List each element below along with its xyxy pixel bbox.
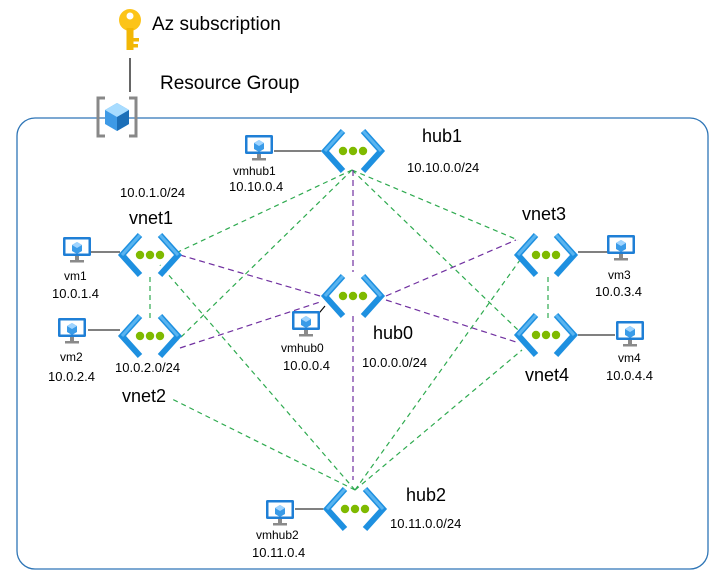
hub1-name: hub1 xyxy=(422,126,462,146)
vm2-ip: 10.0.2.4 xyxy=(48,369,95,384)
vm1-ip: 10.0.1.4 xyxy=(52,286,99,301)
subscription-label: Az subscription xyxy=(152,14,281,35)
vnet1-cidr: 10.0.1.0/24 xyxy=(120,185,185,200)
virtual-machine-icon-vmhub0[interactable] xyxy=(292,311,320,337)
hub1-cidr: 10.10.0.0/24 xyxy=(407,160,479,175)
peering-hub2-vnet3 xyxy=(354,259,521,491)
hub-links xyxy=(179,170,517,480)
virtual-machine-icon-vm2[interactable] xyxy=(58,318,86,344)
vnet-icon-hub0[interactable] xyxy=(325,276,381,316)
resource-group-border xyxy=(16,117,709,570)
virtual-machine-icon-vm4[interactable] xyxy=(616,321,644,347)
vmhub0-name: vmhub0 xyxy=(281,341,324,355)
vm-connectors xyxy=(88,150,615,510)
vnet-icon-vnet1[interactable] xyxy=(122,235,178,275)
vm4-ip: 10.0.4.4 xyxy=(606,368,653,383)
vmhub2-name: vmhub2 xyxy=(256,528,299,542)
vmhub1-name: vmhub1 xyxy=(233,164,276,178)
peering-hub1-vnet2 xyxy=(177,169,353,341)
peering-hub2-vnet1 xyxy=(159,264,356,491)
vm2-name: vm2 xyxy=(60,350,83,364)
vnet-icon-hub1[interactable] xyxy=(325,131,381,171)
link-hub0-vnet4 xyxy=(385,299,517,343)
vm1-name: vm1 xyxy=(64,269,87,283)
vnet-icon-vnet3[interactable] xyxy=(518,235,574,275)
link-hub0-vnet3 xyxy=(385,239,517,297)
vmhub2-ip: 10.11.0.4 xyxy=(252,545,305,560)
peering-links xyxy=(149,169,549,491)
virtual-machine-icon-vmhub2[interactable] xyxy=(266,500,294,526)
hub2-cidr: 10.11.0.0/24 xyxy=(390,516,461,531)
vmhub1-ip: 10.10.0.4 xyxy=(229,179,283,194)
vm3-ip: 10.0.3.4 xyxy=(595,284,642,299)
link-vnet2-hub0 xyxy=(179,301,321,349)
vm3-name: vm3 xyxy=(608,268,631,282)
vnet-icon-vnet2[interactable] xyxy=(122,316,178,356)
hub0-cidr: 10.0.0.0/24 xyxy=(362,355,427,370)
virtual-machine-icon-vm3[interactable] xyxy=(607,235,635,261)
vnet3-name: vnet3 xyxy=(522,204,566,224)
peering-hub2-vnet2 xyxy=(169,397,356,491)
resource-group-label: Resource Group xyxy=(160,73,299,94)
virtual-machine-icon-vm1[interactable] xyxy=(63,237,91,263)
vnet4-name: vnet4 xyxy=(525,365,569,385)
vnet-icon-hub2[interactable] xyxy=(327,489,383,529)
vmhub0-ip: 10.0.0.4 xyxy=(283,358,330,373)
vnet1-name: vnet1 xyxy=(129,208,173,228)
hub2-name: hub2 xyxy=(406,485,446,505)
key-icon xyxy=(119,9,141,50)
peering-hub2-vnet4 xyxy=(354,349,523,491)
link-vnet1-hub0 xyxy=(179,254,321,297)
hub0-name: hub0 xyxy=(373,323,413,343)
virtual-machine-icon-vmhub1[interactable] xyxy=(245,135,273,161)
vm4-name: vm4 xyxy=(618,351,641,365)
resource-group-icon xyxy=(96,96,138,138)
peering-hub1-vnet3 xyxy=(351,169,519,241)
vnet2-name: vnet2 xyxy=(122,386,166,406)
vnet-icon-vnet4[interactable] xyxy=(518,315,574,355)
peering-hub1-vnet4 xyxy=(351,169,519,331)
vnet2-cidr: 10.0.2.0/24 xyxy=(115,360,180,375)
